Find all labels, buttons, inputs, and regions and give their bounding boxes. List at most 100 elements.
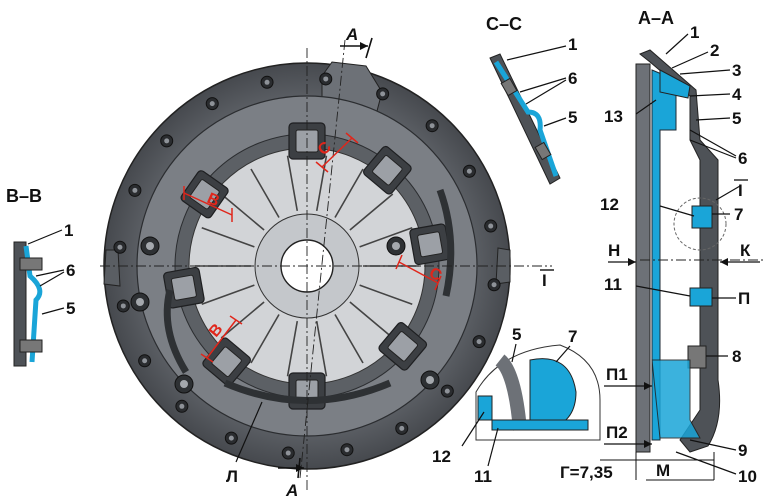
label-detail-5: 5 xyxy=(512,325,521,344)
mounting-lug-left xyxy=(103,249,121,287)
rim-bolt-center xyxy=(491,282,497,288)
spring-finger-slot xyxy=(286,321,299,377)
section-aa-title: A–A xyxy=(638,8,674,28)
rim-bolt-center xyxy=(444,388,450,394)
rim-bolt-center xyxy=(429,123,435,129)
label-aa-1: 1 xyxy=(690,23,699,42)
section-bb-rivet-a xyxy=(19,257,43,271)
leader-aa-5 xyxy=(695,117,731,121)
rim-bolt-center xyxy=(488,223,494,229)
label-aa-p1: П1 xyxy=(606,365,628,384)
spring-finger-slot xyxy=(250,314,280,364)
rim-bolt-center xyxy=(344,447,350,453)
label-aa-13: 13 xyxy=(604,107,623,126)
section-bb-title: B–B xyxy=(6,186,42,206)
label-aa-k: К xyxy=(740,241,751,260)
spring-finger-slot xyxy=(315,321,328,377)
label-aa-p: П xyxy=(738,289,750,308)
spring-finger-slot xyxy=(334,168,364,218)
rim-bolt-center xyxy=(228,435,234,441)
leader-cc-6a xyxy=(519,77,567,93)
label-bb-6: 6 xyxy=(66,261,75,280)
label-l: Л xyxy=(226,467,238,486)
label-aa-7: 7 xyxy=(734,205,743,224)
label-aa-6: 6 xyxy=(738,149,747,168)
section-bb-housing xyxy=(13,241,27,367)
dim-arrowhead-k xyxy=(720,258,728,266)
detail-part-11 xyxy=(491,419,589,431)
section-aa-part-7 xyxy=(691,205,713,229)
section-bb: B–B 1 6 5 xyxy=(6,186,75,367)
section-tick-top xyxy=(365,37,373,59)
rim-bolt-center xyxy=(466,168,472,174)
section-tick-bottom xyxy=(297,457,301,479)
section-aa-rivet-8 xyxy=(687,345,707,369)
section-cc: C–C 1 6 5 xyxy=(486,14,577,185)
spring-finger-slot xyxy=(359,226,413,248)
red-mark-c-right xyxy=(395,254,442,291)
spring-finger-slot xyxy=(201,284,255,306)
label-aa-10: 10 xyxy=(738,467,757,486)
label-bb-5: 5 xyxy=(66,299,75,318)
rim-bolt-center xyxy=(380,91,386,97)
section-aa: A–A 1 2 3 4 13 5 6 I 12 7 Н xyxy=(560,8,765,486)
section-aa-cover xyxy=(639,49,721,453)
section-cc-rivet-b xyxy=(534,141,552,161)
leader-cc-5 xyxy=(543,117,567,127)
rim-bolt-center xyxy=(285,450,291,456)
spring-finger-slot xyxy=(286,155,299,211)
leader-aa-3 xyxy=(679,69,731,75)
section-mark-bottom: A xyxy=(285,481,298,500)
label-detail-7: 7 xyxy=(568,327,577,346)
section-bb-rivet-b xyxy=(19,339,43,353)
leader-aa-6b xyxy=(689,139,737,159)
housing-bolts xyxy=(113,72,501,460)
label-aa-g: Г=7,35 xyxy=(560,463,613,482)
pocket-pad xyxy=(387,331,418,362)
leader-detail-5 xyxy=(511,343,517,363)
arc-slot-left xyxy=(163,289,189,374)
rim-bolt-center xyxy=(179,403,185,409)
mount-bolt-center xyxy=(180,380,188,388)
rim-bolt-center xyxy=(117,244,123,250)
label-aa-p2: П2 xyxy=(606,423,628,442)
detail-view-i: 5 7 12 11 xyxy=(432,325,601,486)
label-cc-6: 6 xyxy=(568,69,577,88)
rim-bolt-center xyxy=(264,79,270,85)
label-i: I xyxy=(542,271,547,290)
section-mark-top: A xyxy=(345,25,358,44)
section-cc-title: C–C xyxy=(486,14,522,34)
leader-bb-6b xyxy=(39,271,65,287)
leader-bb-1 xyxy=(27,229,63,245)
label-cc-1: 1 xyxy=(568,35,577,54)
arc-slot-right xyxy=(436,188,455,297)
dim-arrowhead-p1 xyxy=(644,382,652,390)
spring-finger-slot xyxy=(220,193,265,231)
leader-detail-7 xyxy=(555,345,571,363)
rim-bolt-center xyxy=(399,425,405,431)
leader-aa-6a xyxy=(689,129,737,157)
label-aa-i: I xyxy=(738,181,743,200)
leader-bb-6a xyxy=(35,269,65,277)
section-aa-spring xyxy=(635,63,651,453)
spring-finger-slot xyxy=(201,226,255,248)
section-cc-rivet-a xyxy=(500,77,518,97)
label-aa-9: 9 xyxy=(738,441,747,460)
red-mark-b-bottom xyxy=(200,315,243,363)
red-mark-b-top xyxy=(183,186,233,222)
leader-l xyxy=(235,401,263,463)
section-arrowhead-top xyxy=(360,42,368,50)
label-aa-h: Н xyxy=(608,241,620,260)
section-bb-spring-strip xyxy=(23,245,43,363)
pocket-pad xyxy=(417,231,444,258)
label-aa-4: 4 xyxy=(732,85,742,104)
label-aa-m: М xyxy=(656,461,670,480)
red-mark-c-top xyxy=(315,132,359,173)
label-aa-12: 12 xyxy=(600,195,619,214)
rim-bolt-center xyxy=(132,187,138,193)
dim-arrowhead-h xyxy=(628,258,636,266)
section-aa-ring xyxy=(659,69,691,99)
label-aa-2: 2 xyxy=(710,41,719,60)
